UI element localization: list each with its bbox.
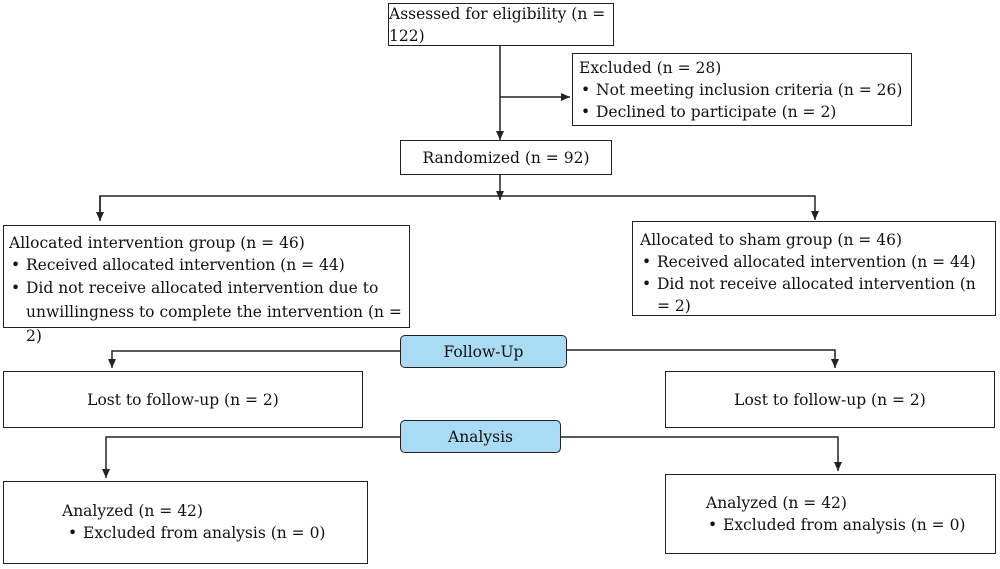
excluded-box: Excluded (n = 28) Not meeting inclusion … <box>572 53 912 126</box>
sham-title: Allocated to sham group (n = 46) <box>640 231 903 249</box>
analyzed-left-item: Excluded from analysis (n = 0) <box>66 522 367 544</box>
sham-box: Allocated to sham group (n = 46) Receive… <box>632 221 996 316</box>
line-analysis-right <box>561 436 842 471</box>
analyzed-left-title: Analyzed (n = 42) <box>62 502 203 520</box>
assessed-text: Assessed for eligibility (n = 122) <box>389 4 606 45</box>
analyzed-left-box: Analyzed (n = 42) Excluded from analysis… <box>3 481 368 564</box>
sham-item: Did not receive allocated intervention (… <box>640 273 988 317</box>
sham-item: Received allocated intervention (n = 44) <box>640 251 988 273</box>
lost-followup-right-text: Lost to follow-up (n = 2) <box>734 390 926 409</box>
analyzed-right-box: Analyzed (n = 42) Excluded from analysis… <box>665 474 996 554</box>
lost-followup-right-box: Lost to follow-up (n = 2) <box>665 371 995 428</box>
excluded-item: Not meeting inclusion criteria (n = 26) <box>579 79 905 101</box>
analyzed-right-item: Excluded from analysis (n = 0) <box>706 514 995 536</box>
excluded-title: Excluded (n = 28) <box>579 59 722 77</box>
intervention-box: Allocated intervention group (n = 46) Re… <box>3 225 410 345</box>
line-analysis-left <box>102 436 400 478</box>
line-split <box>99 195 819 220</box>
randomized-text: Randomized (n = 92) <box>422 148 590 167</box>
line-followup-left <box>108 350 400 368</box>
intervention-item: Did not receive allocated intervention d… <box>9 276 404 348</box>
randomized-box: Randomized (n = 92) <box>400 140 612 175</box>
lost-followup-left-text: Lost to follow-up (n = 2) <box>87 390 279 409</box>
analysis-stage-label: Analysis <box>400 420 561 453</box>
followup-stage-label: Follow-Up <box>400 335 567 368</box>
analyzed-right-title: Analyzed (n = 42) <box>706 494 847 512</box>
assessed-box: Assessed for eligibility (n = 122) <box>388 3 614 46</box>
line-followup-right <box>567 349 839 368</box>
lost-followup-left-box: Lost to follow-up (n = 2) <box>3 371 363 428</box>
intervention-item: Received allocated intervention (n = 44) <box>9 254 404 276</box>
excluded-item: Declined to participate (n = 2) <box>579 101 905 123</box>
intervention-title: Allocated intervention group (n = 46) <box>9 234 305 252</box>
